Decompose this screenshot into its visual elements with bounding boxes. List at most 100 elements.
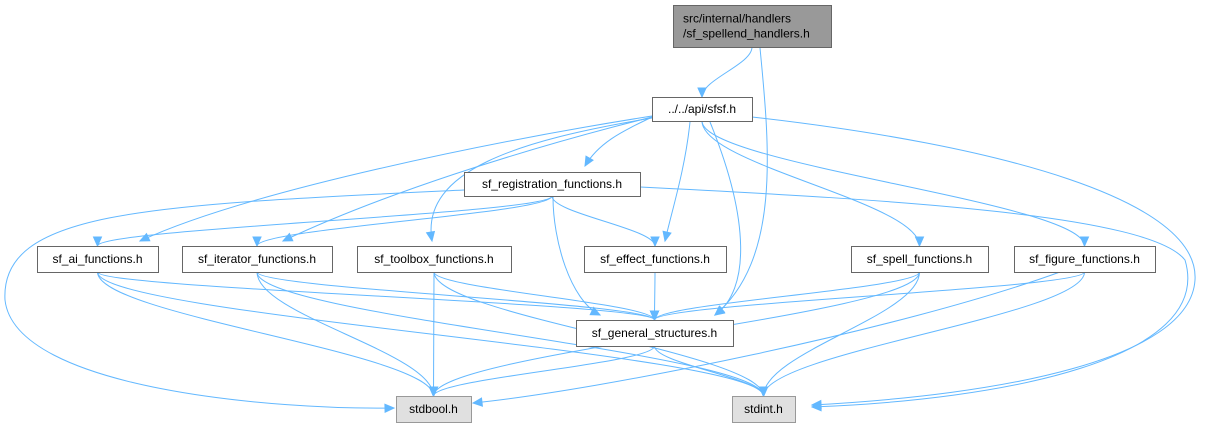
- edge-line: [256, 271, 764, 397]
- node-iterator-box: [182, 246, 333, 273]
- edge-line: [433, 345, 655, 397]
- edge-sfsf-to-effect: [662, 121, 691, 243]
- edge-line: [639, 186, 1189, 408]
- node-general-box: [576, 320, 734, 347]
- edge-line: [701, 120, 1085, 247]
- edge-line: [256, 195, 553, 247]
- edge-arrowhead: [92, 236, 103, 248]
- node-spell-label: sf_spell_functions.h: [867, 252, 972, 266]
- edge-sfsf-to-toolbox: [425, 117, 653, 243]
- edge-registration-to-effect: [551, 195, 660, 248]
- edge-line: [551, 195, 656, 247]
- edge-arrowhead: [584, 155, 594, 168]
- edge-sfsf-to-spell: [701, 120, 925, 248]
- node-general[interactable]: sf_general_structures.h: [576, 320, 734, 347]
- edge-line: [763, 271, 1085, 397]
- edge-arrowhead: [697, 87, 707, 99]
- edge-sfsf-to-registration: [584, 116, 653, 168]
- edge-spell-to-stdint: [758, 271, 920, 398]
- edge-arrowhead: [649, 310, 660, 322]
- node-figure-box: [1014, 246, 1156, 273]
- edge-line: [714, 47, 768, 316]
- node-root-box: [673, 5, 832, 48]
- node-ai-label: sf_ai_functions.h: [52, 252, 142, 266]
- edge-arrowhead: [1079, 236, 1090, 248]
- edge-line: [709, 121, 742, 316]
- node-stdbool: stdbool.h: [396, 396, 472, 423]
- node-stdint-box: [732, 396, 796, 423]
- edge-registration-to-stdint: [639, 186, 1189, 412]
- node-figure[interactable]: sf_figure_functions.h: [1014, 246, 1156, 273]
- edge-arrowhead: [384, 403, 396, 413]
- edge-general-to-stdbool: [428, 345, 655, 398]
- node-ai[interactable]: sf_ai_functions.h: [37, 246, 159, 273]
- edge-root-to-sfsf: [697, 46, 753, 99]
- edge-arrowhead: [650, 236, 660, 248]
- node-registration-box: [464, 172, 641, 197]
- node-ai-box: [37, 246, 159, 273]
- edge-line: [654, 271, 1085, 321]
- edge-line: [139, 115, 653, 242]
- node-toolbox[interactable]: sf_toolbox_functions.h: [357, 246, 512, 273]
- edges-layer: [4, 46, 1196, 413]
- node-root-label-line-2: /sf_spellend_handlers.h: [683, 27, 810, 41]
- node-effect-label: sf_effect_functions.h: [600, 252, 710, 266]
- edge-line: [433, 271, 655, 321]
- node-figure-label: sf_figure_functions.h: [1029, 252, 1140, 266]
- edge-line: [282, 116, 653, 242]
- node-root-label-line-1: src/internal/handlers: [683, 12, 791, 26]
- edge-arrowhead: [281, 232, 294, 242]
- edge-root-to-general: [714, 47, 768, 316]
- node-iterator-label: sf_iterator_functions.h: [198, 252, 316, 266]
- edge-sfsf-to-iterator: [281, 116, 653, 242]
- edge-line: [97, 271, 434, 397]
- edge-registration-to-stdbool: [4, 189, 465, 413]
- edge-arrowhead: [914, 236, 925, 248]
- node-toolbox-label: sf_toolbox_functions.h: [374, 252, 493, 266]
- node-stdint-label: stdint.h: [744, 402, 783, 416]
- node-effect[interactable]: sf_effect_functions.h: [584, 246, 727, 273]
- edge-line: [751, 116, 1196, 406]
- edge-line: [4, 189, 465, 409]
- node-sfsf-box: [652, 97, 753, 122]
- edge-registration-to-ai: [92, 195, 553, 248]
- node-registration[interactable]: sf_registration_functions.h: [464, 172, 641, 197]
- node-root[interactable]: src/internal/handlers /sf_spellend_handl…: [673, 5, 832, 48]
- edge-arrowhead: [662, 230, 672, 243]
- node-general-label: sf_general_structures.h: [592, 326, 717, 340]
- edge-arrowhead: [810, 401, 822, 412]
- edge-line: [97, 271, 764, 397]
- node-stdint: stdint.h: [732, 396, 796, 423]
- edge-line: [256, 271, 434, 397]
- nodes-layer: src/internal/handlers /sf_spellend_handl…: [37, 5, 1156, 423]
- edge-arrowhead: [758, 386, 769, 398]
- node-spell[interactable]: sf_spell_functions.h: [851, 246, 989, 273]
- edge-line: [701, 46, 753, 98]
- node-registration-label: sf_registration_functions.h: [482, 177, 622, 191]
- edge-line: [701, 120, 920, 247]
- edge-line: [433, 271, 435, 397]
- edge-arrowhead: [713, 305, 726, 316]
- edge-line: [763, 271, 920, 397]
- edge-sfsf-to-general: [709, 121, 742, 316]
- edge-arrowhead: [252, 236, 262, 248]
- edge-sfsf-to-ai: [138, 115, 653, 242]
- node-stdbool-label: stdbool.h: [409, 402, 458, 416]
- edge-arrowhead: [425, 230, 436, 243]
- edge-line: [664, 121, 691, 242]
- edge-arrowhead: [428, 386, 439, 398]
- edge-registration-to-iterator: [252, 195, 553, 248]
- edge-arrowhead: [471, 397, 483, 407]
- node-iterator[interactable]: sf_iterator_functions.h: [182, 246, 333, 273]
- edge-arrowhead: [589, 306, 602, 316]
- node-spell-box: [851, 246, 989, 273]
- edge-line: [97, 195, 553, 247]
- node-sfsf-label: ../../api/sfsf.h: [668, 102, 736, 116]
- edge-line: [654, 345, 764, 397]
- edge-line: [654, 271, 920, 321]
- node-sfsf[interactable]: ../../api/sfsf.h: [652, 97, 753, 122]
- edge-line: [430, 117, 653, 242]
- edge-spell-to-general: [649, 271, 920, 322]
- node-effect-box: [584, 246, 727, 273]
- edge-line: [552, 196, 601, 316]
